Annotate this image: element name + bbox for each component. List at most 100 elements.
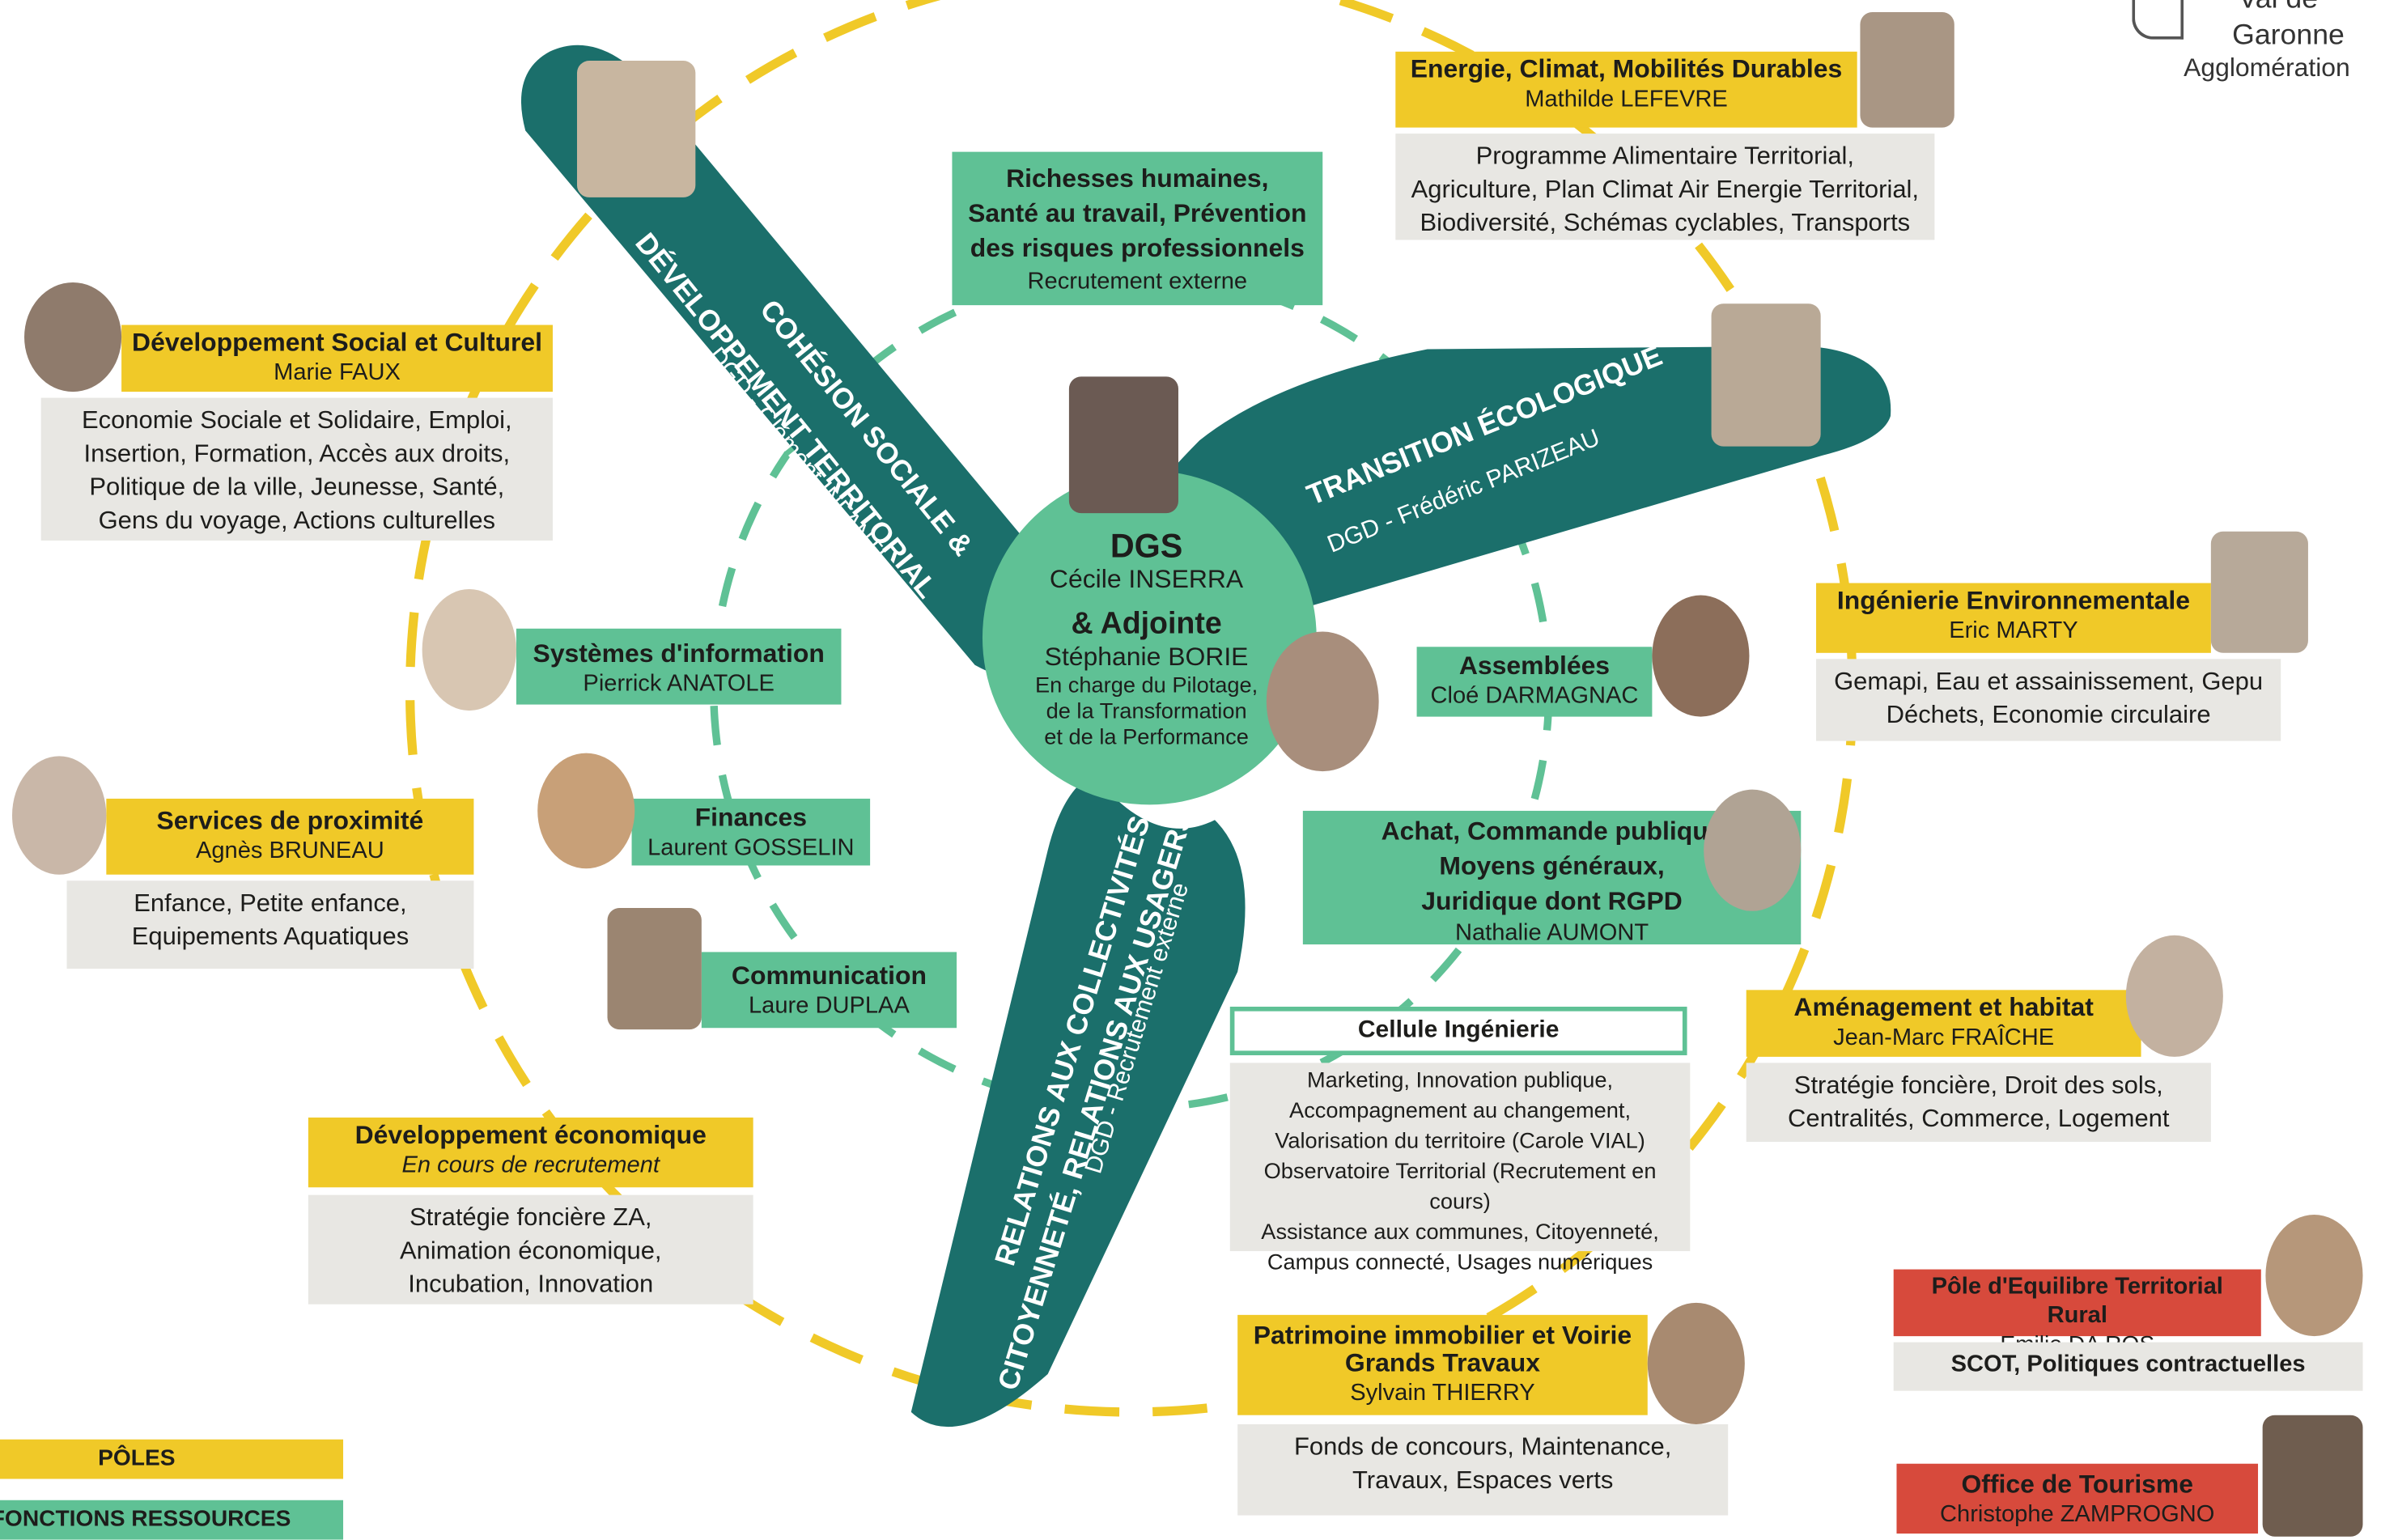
legend-fonctions-label: FONCTIONS RESSOURCES — [0, 1506, 291, 1533]
card-ingenierie-env-header: Ingénierie Environnementale Eric MARTY — [1816, 583, 2211, 653]
communication-name: Laure DUPLAA — [749, 993, 910, 1019]
social-name: Marie FAUX — [274, 359, 401, 386]
achat-line-1: Achat, Commande publique — [1381, 817, 1723, 846]
ingenierie-env-line-2: Déchets, Economie circulaire — [1886, 701, 2211, 729]
finances-name: Laurent GOSSELIN — [647, 834, 855, 861]
photo-agnes-bruneau — [12, 756, 107, 875]
arm-cohesion — [520, 45, 1081, 681]
proximite-line-2: Equipements Aquatiques — [131, 923, 410, 951]
energie-name: Mathilde LEFEVRE — [1525, 86, 1728, 112]
card-proximite-body: Enfance, Petite enfance, Equipements Aqu… — [66, 880, 474, 969]
card-systemes-information: Systèmes d'information Pierrick ANATOLE — [516, 628, 842, 705]
amenagement-name: Jean-Marc FRAÎCHE — [1833, 1025, 2055, 1051]
logo-line-1: Val de — [2239, 0, 2318, 14]
eco-line-3: Incubation, Innovation — [408, 1271, 654, 1299]
photo-christophe-zamprogno — [2262, 1415, 2363, 1537]
dgs-title: DGS — [1110, 527, 1183, 565]
adjointe-role-1: En charge du Pilotage, — [1034, 674, 1258, 699]
card-eco-header: Développement économique En cours de rec… — [308, 1117, 753, 1188]
photo-stephanie-borie — [1266, 631, 1379, 772]
adjointe-name: Stéphanie BORIE — [1044, 642, 1249, 672]
cellule-line-5: Assistance aux communes, Citoyenneté, — [1261, 1220, 1659, 1245]
cellule-line-3: Valorisation du territoire (Carole VIAL) — [1275, 1129, 1645, 1154]
assemblees-title: Assemblées — [1458, 651, 1611, 681]
tourisme-title: Office de Tourisme — [1961, 1470, 2194, 1499]
arm-relations — [910, 774, 1246, 1428]
card-finances: Finances Laurent GOSSELIN — [631, 798, 871, 866]
achat-line-2: Moyens généraux, — [1439, 851, 1665, 881]
amenagement-line-2: Centralités, Commerce, Logement — [1788, 1105, 2170, 1133]
amenagement-line-1: Stratégie foncière, Droit des sols, — [1793, 1071, 2163, 1100]
richesses-line-2: Santé au travail, Prévention — [968, 198, 1307, 228]
cellule-line-6: Campus connecté, Usages numériques — [1267, 1251, 1653, 1276]
legend-poles-label: PÔLES — [98, 1445, 176, 1472]
photo-laure-duplaa — [607, 908, 702, 1030]
ingenierie-env-name: Eric MARTY — [1949, 617, 2078, 644]
card-patrimoine-header: Patrimoine immobilier et Voirie Grands T… — [1237, 1314, 1648, 1415]
center-disc — [982, 470, 1317, 805]
ingenierie-env-title: Ingénierie Environnementale — [1836, 586, 2190, 615]
eco-line-1: Stratégie foncière ZA, — [410, 1203, 652, 1232]
photo-eric-marty — [2210, 531, 2308, 653]
patrimoine-body-line-1: Fonds de concours, Maintenance, — [1293, 1433, 1672, 1461]
card-ingenierie-env-body: Gemapi, Eau et assainissement, Gepu Déch… — [1816, 659, 2281, 741]
proximite-name: Agnès BRUNEAU — [195, 838, 384, 864]
social-line-1: Economie Sociale et Solidaire, Emploi, — [81, 406, 512, 435]
finances-title: Finances — [694, 803, 807, 833]
cellule-line-2: Accompagnement au changement, — [1289, 1099, 1632, 1124]
card-patrimoine-body: Fonds de concours, Maintenance, Travaux,… — [1237, 1423, 1729, 1516]
richesses-line-1: Richesses humaines, — [1006, 163, 1269, 193]
logo-line-3: Agglomération — [2184, 53, 2350, 83]
proximite-line-1: Enfance, Petite enfance, — [134, 889, 407, 918]
card-amenagement-header: Aménagement et habitat Jean-Marc FRAÎCHE — [1746, 990, 2141, 1057]
legend-poles-swatch — [0, 1439, 344, 1479]
amenagement-title: Aménagement et habitat — [1793, 993, 2094, 1022]
petr-title: Pôle d'Equilibre Territorial Rural — [1931, 1274, 2223, 1329]
card-assemblees: Assemblées Cloé DARMAGNAC — [1416, 647, 1653, 717]
eco-title: Développement économique — [354, 1120, 707, 1150]
patrimoine-name: Sylvain THIERRY — [1350, 1380, 1535, 1406]
social-title: Développement Social et Culturel — [132, 328, 543, 357]
eco-name: En cours de recrutement — [401, 1152, 660, 1178]
card-amenagement-body: Stratégie foncière, Droit des sols, Cent… — [1746, 1063, 2211, 1142]
si-name: Pierrick ANATOLE — [583, 671, 775, 698]
photo-frederic-parizeau — [1711, 303, 1821, 447]
achat-name: Nathalie AUMONT — [1454, 920, 1649, 946]
card-proximite-header: Services de proximité Agnès BRUNEAU — [106, 798, 474, 875]
photo-marie-faux — [24, 282, 122, 392]
photo-clement-infanti — [576, 61, 696, 197]
patrimoine-line-1: Patrimoine immobilier et Voirie — [1253, 1321, 1632, 1351]
assemblees-name: Cloé DARMAGNAC — [1430, 683, 1639, 710]
card-social-header: Développement Social et Culturel Marie F… — [121, 325, 553, 392]
patrimoine-line-2: Grands Travaux — [1344, 1348, 1541, 1377]
photo-cecile-inserra — [1068, 376, 1178, 514]
dgs-block: DGS Cécile INSERRA & Adjointe Stéphanie … — [1002, 528, 1290, 752]
petr-line-1: SCOT, Politiques contractuelles — [1893, 1342, 2363, 1391]
tourisme-name: Christophe ZAMPROGNO — [1940, 1501, 2215, 1528]
logo-mark-icon — [2132, 0, 2184, 40]
photo-laurent-gosselin — [537, 753, 635, 869]
eco-line-2: Animation économique, — [399, 1237, 662, 1265]
card-social-body: Economie Sociale et Solidaire, Emploi, I… — [40, 397, 553, 541]
photo-jean-marc-fraiche — [2125, 935, 2223, 1057]
card-tourisme-header: Office de Tourisme Christophe ZAMPROGNO — [1896, 1463, 2259, 1534]
photo-sylvain-thierry — [1647, 1302, 1745, 1424]
card-cellule-body: Marketing, Innovation publique, Accompag… — [1229, 1063, 1691, 1275]
card-eco-body: Stratégie foncière ZA, Animation économi… — [308, 1194, 753, 1305]
social-line-2: Insertion, Formation, Accès aux droits, — [83, 440, 511, 468]
social-line-3: Politique de la ville, Jeunesse, Santé, — [89, 473, 505, 502]
dgs-name: Cécile INSERRA — [1049, 564, 1244, 594]
proximite-title: Services de proximité — [156, 806, 424, 835]
adjointe-role-2: de la Transformation — [1046, 699, 1247, 724]
energie-line-1: Programme Alimentaire Territorial, — [1475, 142, 1855, 171]
energie-title: Energie, Climat, Mobilités Durables — [1410, 54, 1843, 84]
achat-line-3: Juridique dont RGPD — [1421, 886, 1683, 916]
photo-emilie-da-ros — [2265, 1215, 2363, 1337]
photo-cloe-darmagnac — [1652, 595, 1750, 717]
adjointe-role-3: et de la Performance — [1044, 725, 1249, 750]
cellule-title: Cellule Ingénierie — [1229, 1006, 1687, 1056]
card-richesses-humaines: Richesses humaines, Santé au travail, Pr… — [952, 151, 1323, 306]
adjointe-title: & Adjointe — [1071, 607, 1222, 641]
